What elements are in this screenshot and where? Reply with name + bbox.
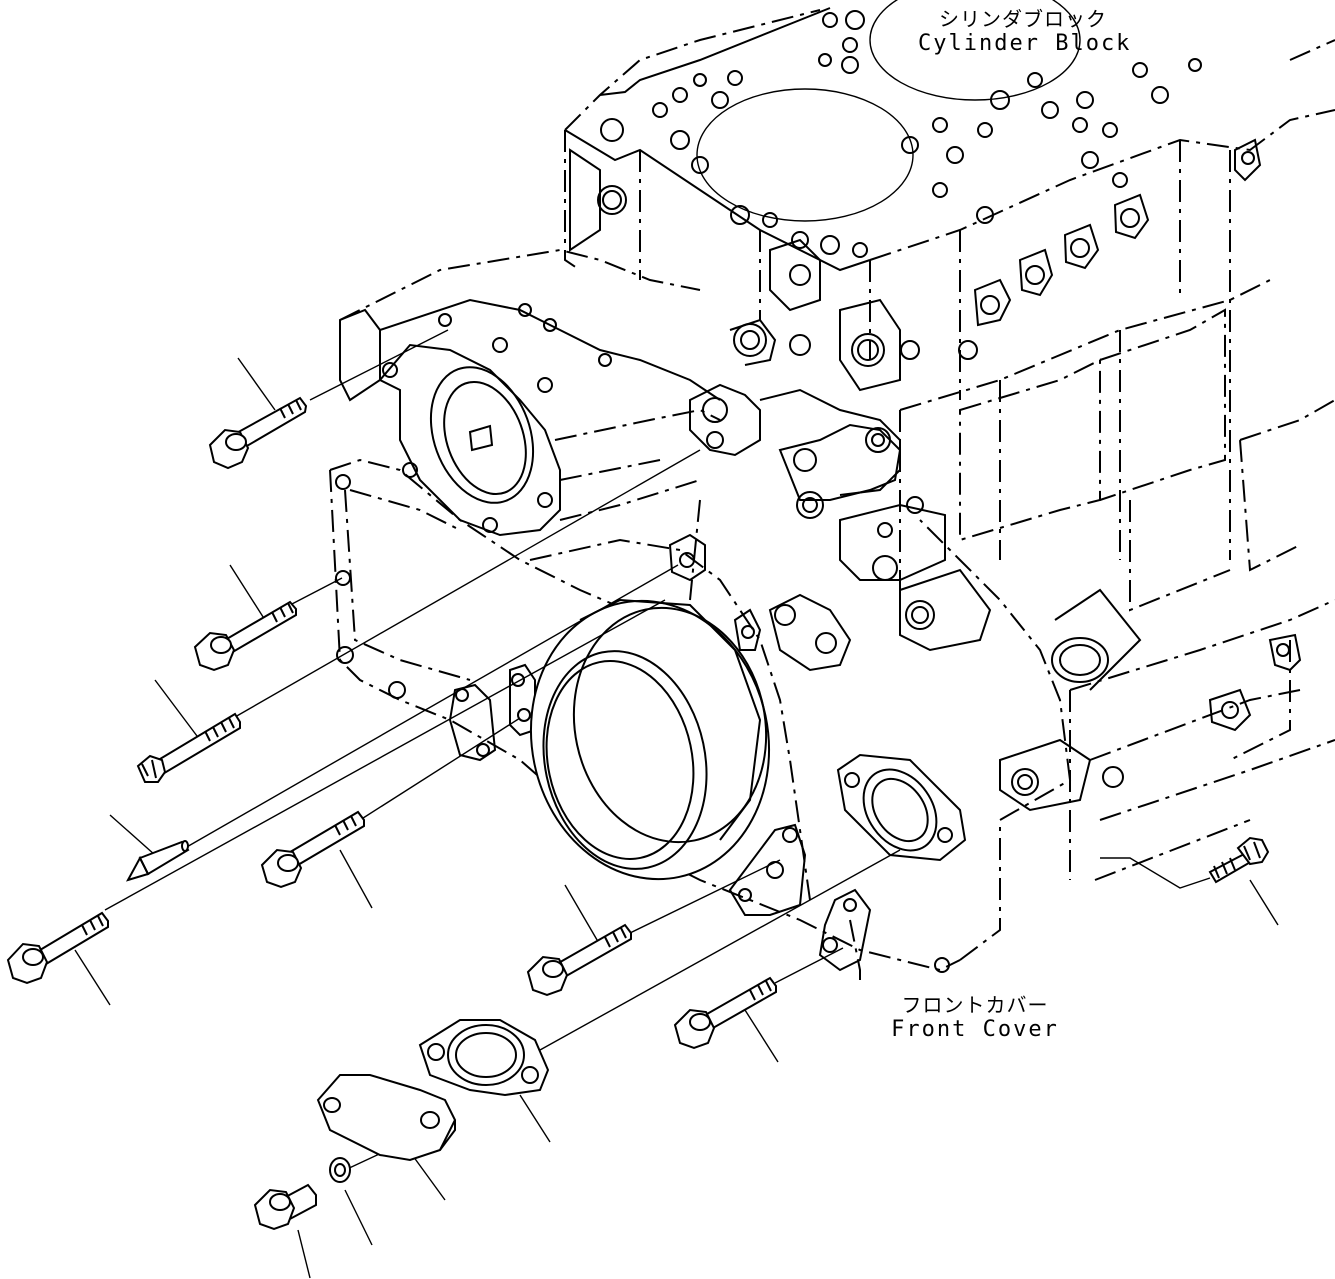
front-cover-label-en: Front Cover: [891, 1017, 1059, 1042]
cylinder-block-label-jp: シリンダブロック: [939, 7, 1107, 31]
block-bosses: [973, 138, 1262, 327]
bolt-4: [260, 810, 365, 889]
washer: [329, 1157, 351, 1183]
cylinder-block-label: シリンダブロック Cylinder Block: [918, 7, 1132, 57]
bolt-5: [6, 911, 109, 985]
dowel-pin: [125, 840, 190, 882]
bolt-6: [526, 923, 632, 997]
gasket: [418, 1019, 550, 1097]
front-cover-label: フロントカバー Front Cover: [890, 993, 1060, 1043]
deck-holes: [600, 10, 1202, 258]
cover-plate: [316, 1074, 457, 1162]
front-cover-label-jp: フロントカバー: [901, 993, 1049, 1017]
bolt-8: [1208, 836, 1270, 884]
upper-gear-housing: [339, 248, 946, 581]
bolt-9: [253, 1183, 317, 1231]
cylinder-block-label-en: Cylinder Block: [918, 31, 1132, 56]
front-cover: [329, 458, 1124, 980]
bolt-3: [136, 712, 241, 783]
bolt-7: [673, 976, 777, 1050]
leader-lines: [74, 329, 1279, 1279]
bolt-2: [193, 600, 297, 672]
bolt-1: [208, 396, 308, 470]
